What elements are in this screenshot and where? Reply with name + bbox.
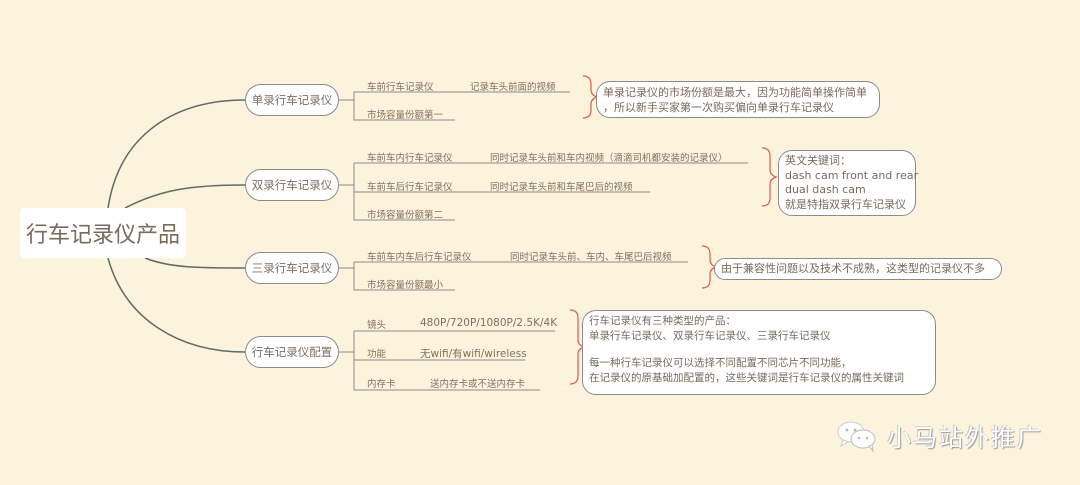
leaf-detail[interactable]: 同时记录车头前、车内、车尾巴后视频	[510, 252, 672, 263]
leaf-detail[interactable]: 送内存卡或不送内存卡	[430, 379, 526, 390]
note-line: dual dash cam	[785, 183, 866, 196]
leaf-detail[interactable]: 480P/720P/1080P/2.5K/4K	[420, 317, 558, 329]
note-line: 单录行车记录仪、双录行车记录仪、三录行车记录仪	[589, 330, 831, 342]
leaf[interactable]: 车前行车记录仪	[367, 82, 434, 93]
branch-configuration[interactable]: 行车记录仪配置	[245, 336, 339, 368]
note-line: ，所以新手买家第一次购买偏向单录行车记录仪	[603, 101, 834, 114]
note-box[interactable]: 单录记录仪的市场份额是最大，因为功能简单操作简单 ，所以新手买家第一次购买偏向单…	[596, 81, 880, 118]
branch-dual-channel[interactable]: 双录行车记录仪	[245, 169, 339, 201]
note-spacer	[589, 344, 929, 356]
leaf[interactable]: 内存卡	[367, 379, 396, 390]
note-line: 英文关键词：	[785, 154, 851, 167]
note-line: 就是特指双录行车记录仪	[785, 197, 906, 211]
note-line: dash cam front and rear	[785, 168, 919, 182]
branch-label: 行车记录仪配置	[251, 345, 333, 359]
leaf[interactable]: 功能	[367, 349, 387, 360]
branch-label: 双录行车记录仪	[251, 178, 333, 192]
note-line: 由于兼容性问题以及技术不成熟，这类型的记录仪不多	[721, 262, 985, 275]
leaf-detail[interactable]: 记录车头前面的视频	[470, 82, 556, 93]
root-node[interactable]: 行车记录仪产品	[20, 208, 186, 258]
note-line: 每一种行车记录仪可以选择不同配置不同芯片不同功能，	[589, 357, 852, 369]
note-line: 行车记录仪有三种类型的产品：	[589, 315, 736, 327]
leaf[interactable]: 镜头	[367, 320, 387, 331]
leaf-detail[interactable]: 无wifi/有wifi/wireless	[420, 348, 527, 360]
leaf[interactable]: 市场容量份额第一	[367, 110, 444, 121]
branch-triple-channel[interactable]: 三录行车记录仪	[245, 252, 339, 284]
watermark-text: 小马站外推广	[887, 424, 1043, 452]
wechat-icon	[837, 421, 876, 452]
watermark: 小马站外推广	[835, 418, 1043, 453]
branch-label: 三录行车记录仪	[251, 261, 333, 275]
note-box[interactable]: 英文关键词： dash cam front and rear dual dash…	[778, 150, 919, 216]
note-box[interactable]: 由于兼容性问题以及技术不成熟，这类型的记录仪不多	[714, 258, 1002, 280]
note-line: 在记录仪的原基础加配置的，这些关键词是行车记录仪的属性关键词	[589, 372, 904, 384]
leaf[interactable]: 车前车内行车记录仪	[367, 153, 453, 164]
leaf[interactable]: 市场容量份额最小	[367, 280, 444, 291]
leaf-detail[interactable]: 同时记录车头前和车内视频（滴滴司机都安装的记录仪）	[490, 153, 728, 164]
branch-single-channel[interactable]: 单录行车记录仪	[245, 84, 339, 116]
branch-label: 单录行车记录仪	[251, 93, 333, 107]
note-box[interactable]: 行车记录仪有三种类型的产品： 单录行车记录仪、双录行车记录仪、三录行车记录仪 每…	[582, 310, 936, 395]
root-label: 行车记录仪产品	[25, 223, 180, 248]
leaf[interactable]: 车前车内车后行车记录仪	[367, 252, 472, 263]
leaf[interactable]: 市场容量份额第二	[367, 210, 444, 221]
leaf-detail[interactable]: 同时记录车头前和车尾巴后的视频	[490, 182, 633, 193]
leaf[interactable]: 车前车后行车记录仪	[367, 182, 453, 193]
note-line: 单录记录仪的市场份额是最大，因为功能简单操作简单	[603, 86, 867, 99]
